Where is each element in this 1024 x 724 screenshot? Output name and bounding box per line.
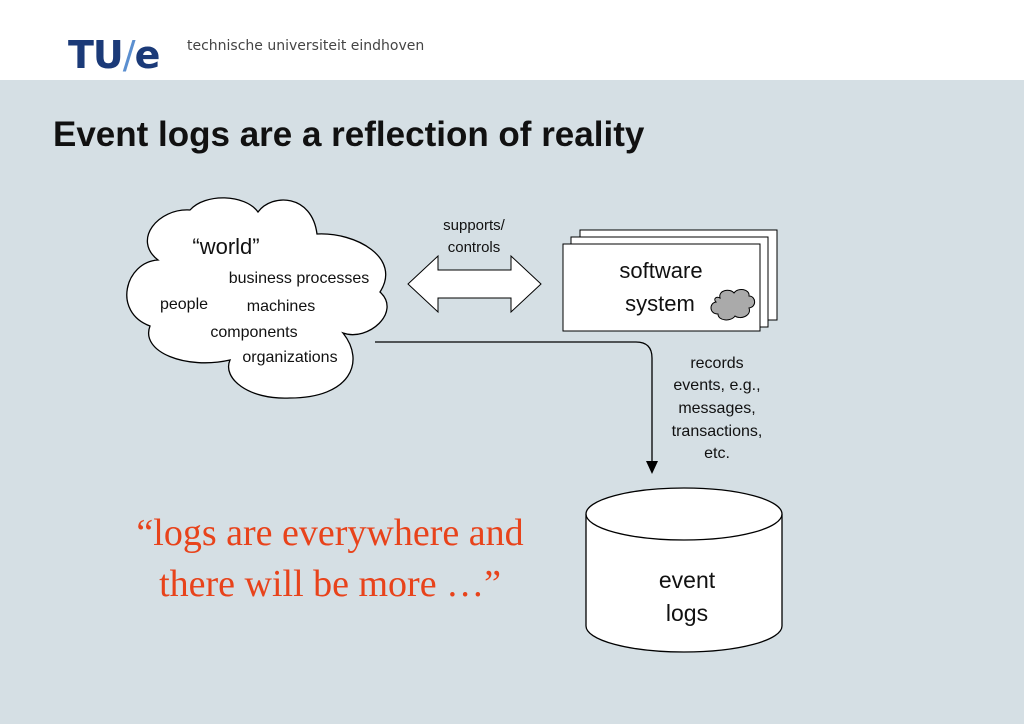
records-label-line5: etc.	[704, 445, 730, 462]
quote-line-2: there will be more …”	[159, 563, 501, 606]
quote-line-1: “logs are everywhere and	[136, 512, 524, 554]
software-label-line1: software	[619, 258, 702, 283]
software-label-line2: system	[625, 291, 695, 316]
world-item-machines: machines	[247, 298, 315, 315]
records-connector-line	[375, 341, 653, 462]
world-item-organizations: organizations	[242, 349, 337, 366]
quote-text: “logs are everywhere and there will be m…	[60, 508, 600, 611]
header-bar: TU/e technische universiteit eindhoven	[0, 0, 1024, 80]
logo-tu: TU	[68, 33, 124, 77]
small-cloud-icon	[710, 288, 756, 321]
world-title: “world”	[192, 234, 259, 259]
records-label-line1: records	[690, 355, 743, 372]
world-cloud-shape	[126, 197, 388, 399]
event-logs-label-line1: event	[659, 567, 716, 593]
event-logs-cylinder-top	[585, 487, 783, 541]
world-item-components: components	[210, 324, 297, 341]
event-logs-cylinder-body	[585, 514, 783, 653]
records-label-line4: transactions,	[672, 423, 763, 440]
world-item-business-processes: business processes	[229, 270, 370, 287]
arrow-label-line2: controls	[448, 239, 501, 256]
arrow-label-line1: supports/	[443, 217, 506, 234]
event-logs-label-line2: logs	[666, 600, 708, 626]
records-arrowhead	[646, 461, 658, 474]
slide-title: Event logs are a reflection of reality	[53, 115, 645, 154]
tue-logo: TU/e	[68, 33, 161, 77]
world-item-people: people	[160, 296, 208, 313]
logo-slash: /	[122, 33, 136, 77]
records-label-line3: messages,	[678, 400, 755, 417]
double-arrow	[407, 254, 542, 314]
university-name: technische universiteit eindhoven	[187, 38, 425, 54]
records-label-line2: events, e.g.,	[673, 377, 760, 394]
logo-e: e	[134, 33, 161, 77]
